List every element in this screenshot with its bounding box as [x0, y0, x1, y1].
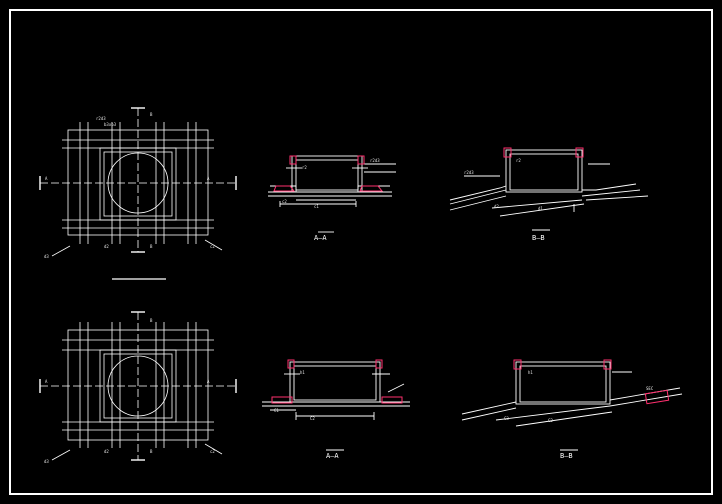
plan-top-mark-bottom: B: [150, 244, 153, 249]
section-aa-top: [268, 155, 396, 233]
section-aa-top-highlights: [273, 155, 384, 192]
section-bb-top-note-1: r2d3: [464, 170, 474, 175]
plan-view-bottom: [39, 311, 237, 461]
section-aa-top-dim-2: c1: [314, 204, 319, 209]
plan-top-mark-right: A: [207, 176, 210, 181]
section-aa-top-note-1: r2: [302, 165, 307, 170]
plan-bottom-mark-right: A: [207, 379, 210, 384]
plan-bottom-dim-right: c2: [210, 449, 215, 454]
plan-top-mark-top: B: [150, 112, 153, 117]
plan-bottom-mark-left: A: [45, 379, 48, 384]
section-aa-bottom-note-1: h1: [300, 370, 305, 375]
section-bb-bottom-note-1: h1: [528, 370, 533, 375]
plan-bottom-mark-top: B: [150, 318, 153, 323]
section-aa-bottom-title: A—A: [326, 452, 339, 460]
section-aa-bottom: [262, 361, 410, 451]
section-aa-top-note-2: r2d3: [370, 158, 380, 163]
section-aa-bottom-highlights: [271, 359, 403, 404]
section-bb-top-highlights: [503, 147, 584, 158]
plan-view-bottom-labels: B A A d3 d2 B c2: [44, 318, 215, 464]
section-aa-top-title: A—A: [314, 234, 327, 242]
section-bb-top-dim-1: d2: [494, 204, 499, 209]
plan-view-top-labels: r2d3 b3xb3 B A A d3 d2 B c2: [44, 112, 215, 259]
section-bb-bottom-dim-2: C2: [548, 418, 553, 423]
section-bb-bottom-title: B—B: [560, 452, 573, 460]
plan-bottom-mark-bottom: B: [150, 449, 153, 454]
section-bb-bottom-labels: h1 SEC C3 C2 B—B: [504, 370, 654, 460]
section-aa-bottom-dim-1: C1: [274, 408, 279, 413]
section-aa-top-dim-1: c2: [282, 199, 287, 204]
plan-top-note-1: r2d3: [96, 116, 106, 121]
section-aa-top-labels: r2 r2d3 c2 c1 A—A: [282, 158, 380, 242]
plan-top-mark-left: A: [45, 176, 48, 181]
plan-top-dim-right: c2: [210, 244, 215, 249]
section-bb-bottom-highlights: [513, 359, 670, 405]
section-bb-bottom-note-2: SEC: [646, 386, 654, 391]
section-bb-top-dim-2: d1: [538, 206, 543, 211]
plan-bottom-dim-mid: d2: [104, 449, 109, 454]
section-bb-top-labels: r2d3 r2 d2 d1 B—B: [464, 158, 545, 242]
sheet-border: [9, 9, 713, 495]
section-bb-top: [449, 149, 649, 231]
section-aa-bottom-labels: h1 C1 C2 A—A: [274, 370, 339, 460]
section-aa-bottom-dim-2: C2: [310, 416, 315, 421]
plan-bottom-note-1: d3: [44, 459, 49, 464]
plan-top-dim-mid: d2: [104, 244, 109, 249]
plan-top-note-2: b3xb3: [104, 122, 117, 127]
section-bb-top-note-2: r2: [516, 158, 521, 163]
plan-top-note-3: d3: [44, 254, 49, 259]
plan-view-top: [39, 107, 237, 257]
section-bb-bottom-dim-1: C3: [504, 416, 509, 421]
section-bb-top-title: B—B: [532, 234, 545, 242]
